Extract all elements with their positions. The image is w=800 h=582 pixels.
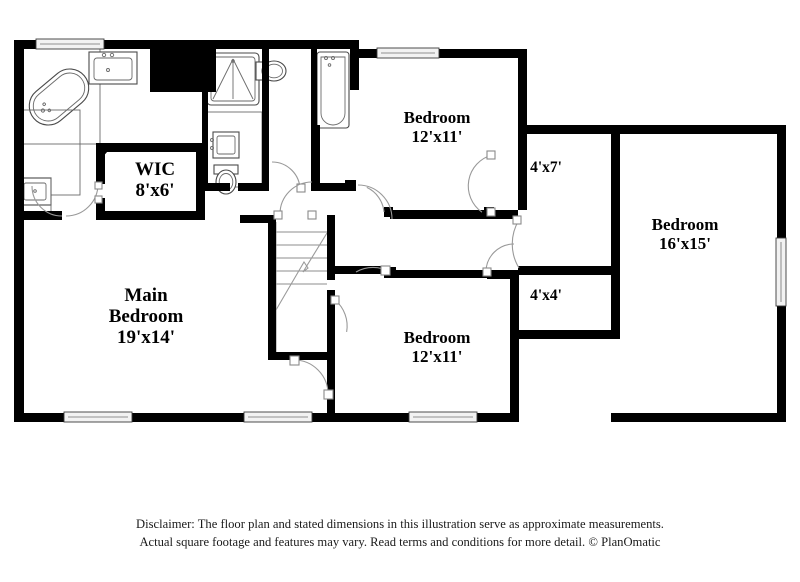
room-dimensions: 8'x6' [135,180,174,201]
door-bedroom-bottom [355,265,391,276]
vanity-sink-top [88,51,138,85]
windows-layer [35,38,787,423]
room-label-wic: WIC 8'x6' [135,159,175,201]
disclaimer: Disclaimer: The floor plan and stated di… [0,516,800,552]
room-dimensions: 19'x14' [117,327,175,348]
bathtub-fixture [316,51,350,129]
room-dimensions: 4'x7' [530,159,562,176]
room-name-line1: Main [124,285,168,306]
window-bottom-3 [408,411,478,423]
disclaimer-line-2: Actual square footage and features may v… [139,534,661,549]
doors-layer [31,150,522,400]
room-dimensions: 12'x11' [411,127,462,146]
room-label-bedroom-right: Bedroom 16'x15' [652,215,719,253]
room-name-line1: WIC [135,159,175,180]
room-dimensions: 12'x11' [411,347,462,366]
door-hall-1 [366,186,385,213]
room-dimensions: 16'x15' [659,234,711,253]
door-stair-bottom [289,355,334,400]
door-hall-stair [330,295,348,333]
room-name-line1: Bedroom [652,215,719,234]
room-labels-layer: Main Bedroom 19'x14' WIC 8'x6' Bedroom 1… [109,108,719,366]
room-name-line2: Bedroom [109,306,184,327]
door-closet-4x7 [467,150,496,217]
door-bedroom-top [357,184,393,220]
shower-stall-fixture [206,52,260,106]
window-top-left [35,38,105,50]
staircase-fixture [275,222,328,357]
door-stair-top [273,181,317,220]
room-label-main-bedroom: Main Bedroom 19'x14' [109,285,184,348]
door-wic [65,181,103,217]
door-bath-mid [271,161,306,193]
room-label-closet-4x7: 4'x7' [530,159,562,176]
window-bottom-2 [243,411,313,423]
room-label-bedroom-bottom: Bedroom 12'x11' [404,328,471,366]
door-closet-4x4 [482,215,522,277]
window-bottom-1 [63,411,133,423]
room-label-closet-4x4: 4'x4' [530,287,562,304]
room-name-line1: Bedroom [404,108,471,127]
door-bath-left [31,185,63,217]
disclaimer-line-1: Disclaimer: The floor plan and stated di… [136,517,664,531]
room-label-bedroom-top: Bedroom 12'x11' [404,108,471,146]
room-name-line1: Bedroom [404,328,471,347]
fixtures-layer [17,45,350,357]
window-top-bedroom [376,47,440,59]
oval-tub-fixture [17,45,101,145]
toilet-upper-fixture [255,60,287,82]
room-dimensions: 4'x4' [530,287,562,304]
window-right-bedroom [775,237,787,307]
